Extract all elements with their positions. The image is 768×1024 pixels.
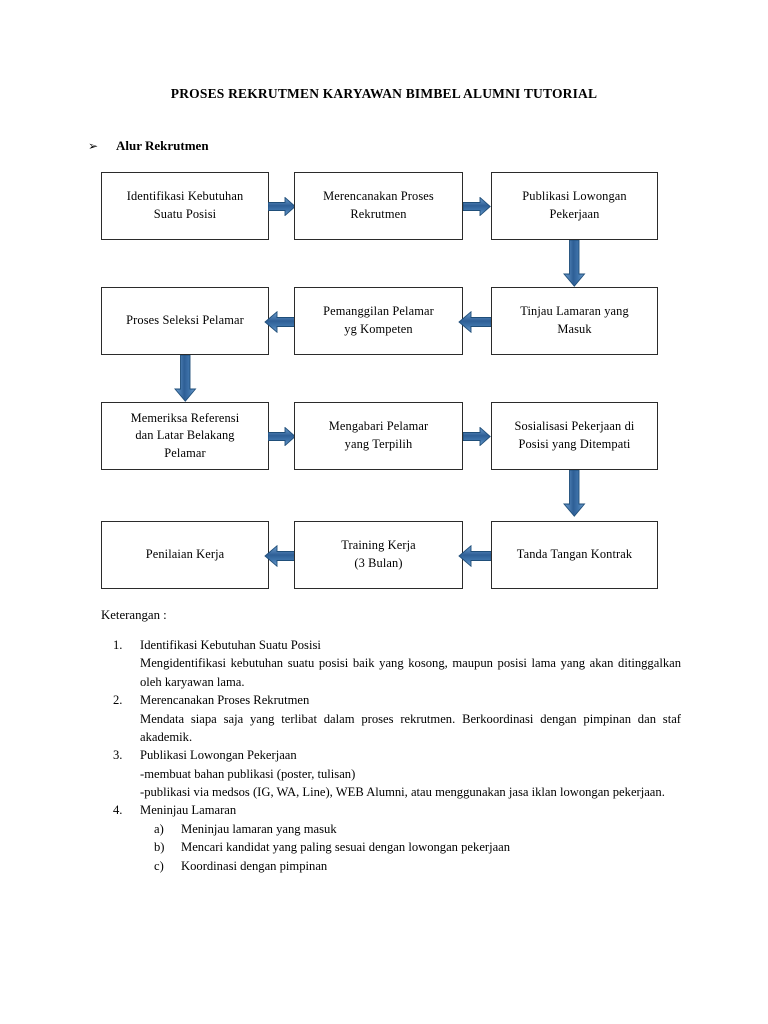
sub-list-item-marker: a) [154, 821, 164, 836]
flow-box-line: yang Terpilih [344, 437, 413, 451]
list-item-body-line2: -publikasi via medsos (IG, WA, Line), WE… [140, 785, 665, 799]
flow-box-line: Publikasi Lowongan [522, 189, 627, 204]
flow-box-line: Rekrutmen [350, 207, 407, 221]
flow-box-line: Pemanggilan Pelamar [323, 304, 434, 319]
sub-list-item: b) Mencari kandidat yang paling sesuai d… [140, 838, 681, 856]
flow-box-mengabari-pelamar: Mengabari Pelamar yang Terpilih [294, 402, 463, 470]
flow-box-line: Suatu Posisi [153, 207, 217, 221]
list-item-body: Mendata siapa saja yang terlibat dalam p… [140, 711, 681, 744]
flow-box-line: Training Kerja [341, 538, 416, 553]
flow-box-line: Masuk [557, 322, 592, 336]
section-heading-label: Alur Rekrutmen [116, 138, 209, 153]
flow-box-line: Memeriksa Referensi [130, 410, 240, 425]
list-item-number: 3. [113, 748, 123, 763]
flow-box-line: Proses Seleksi Pelamar [126, 313, 244, 328]
flow-box-line: Posisi yang Ditempati [518, 437, 631, 451]
sub-list-item-marker: c) [154, 858, 164, 873]
flow-box-identifikasi-kebutuhan: Identifikasi Kebutuhan Suatu Posisi [101, 172, 269, 240]
list-item-title: Identifikasi Kebutuhan Suatu Posisi [140, 638, 321, 652]
sub-list-item: a) Meninjau lamaran yang masuk [140, 820, 681, 838]
flow-box-publikasi-lowongan: Publikasi Lowongan Pekerjaan [491, 172, 658, 240]
flow-box-merencanakan-proses: Merencanakan Proses Rekrutmen [294, 172, 463, 240]
list-item: 1. Identifikasi Kebutuhan Suatu Posisi M… [101, 636, 681, 691]
flow-box-line: Pelamar [164, 445, 206, 460]
flow-box-training-kerja: Training Kerja (3 Bulan) [294, 521, 463, 589]
flow-box-line: Tanda Tangan Kontrak [516, 547, 633, 562]
flow-box-line: Identifikasi Kebutuhan [126, 189, 244, 204]
list-item-number: 1. [113, 638, 123, 652]
list-item-title: Meninjau Lamaran [140, 803, 237, 818]
arrow-down-6-to-7 [174, 355, 197, 402]
section-heading: ➢ Alur Rekrutmen [88, 138, 209, 154]
flow-box-memeriksa-referensi: Memeriksa Referensi dan Latar Belakang P… [101, 402, 269, 470]
flow-box-line: yg Kompeten [344, 322, 413, 336]
list-item: 3. Publikasi Lowongan Pekerjaan -membuat… [101, 746, 681, 801]
arrow-right-2-to-3 [463, 197, 491, 216]
arrow-down-9-to-10 [563, 470, 586, 517]
page-title: PROSES REKRUTMEN KARYAWAN BIMBEL ALUMNI … [170, 86, 598, 101]
flow-box-line: Tinjau Lamaran yang [520, 304, 629, 319]
list-item-body: Mengidentifikasi kebutuhan suatu posisi … [140, 656, 681, 689]
keterangan-label: Keterangan : [101, 608, 167, 622]
flow-box-tinjau-lamaran: Tinjau Lamaran yang Masuk [491, 287, 658, 355]
sub-list-item: c) Koordinasi dengan pimpinan [140, 857, 681, 875]
keterangan-list: 1. Identifikasi Kebutuhan Suatu Posisi M… [101, 636, 681, 875]
flow-box-pemanggilan-pelamar: Pemanggilan Pelamar yg Kompeten [294, 287, 463, 355]
arrow-left-10-to-11 [458, 545, 492, 567]
flow-box-line: Pekerjaan [549, 207, 600, 221]
list-item-title: Merencanakan Proses Rekrutmen [140, 693, 310, 708]
sub-list: a) Meninjau lamaran yang masuk b) Mencar… [140, 820, 681, 875]
sub-list-item-text: Koordinasi dengan pimpinan [181, 858, 328, 873]
arrow-bullet-icon: ➢ [88, 139, 99, 153]
sub-list-item-text: Meninjau lamaran yang masuk [181, 821, 337, 836]
arrow-right-7-to-8 [268, 427, 296, 446]
arrow-right-8-to-9 [463, 427, 491, 446]
list-item-body-line1: -membuat bahan publikasi (poster, tulisa… [140, 766, 356, 781]
flow-box-line: Merencanakan Proses [323, 189, 434, 204]
flow-box-line: Penilaian Kerja [145, 547, 225, 562]
flow-box-line: (3 Bulan) [354, 556, 403, 570]
flow-box-sosialisasi-pekerjaan: Sosialisasi Pekerjaan di Posisi yang Dit… [491, 402, 658, 470]
list-item: 2. Merencanakan Proses Rekrutmen Mendata… [101, 691, 681, 746]
arrow-left-5-to-6 [264, 311, 298, 333]
arrow-down-3-to-4 [563, 240, 586, 287]
arrow-left-4-to-5 [458, 311, 492, 333]
flow-box-line: Mengabari Pelamar [328, 419, 429, 434]
flow-box-penilaian-kerja: Penilaian Kerja [101, 521, 269, 589]
arrow-right-1-to-2 [268, 197, 296, 216]
list-item: 4. Meninjau Lamaran a) Meninjau lamaran … [101, 801, 681, 875]
list-item-number: 2. [113, 693, 123, 708]
arrow-left-11-to-12 [264, 545, 298, 567]
list-item-number: 4. [113, 803, 123, 818]
sub-list-item-marker: b) [154, 840, 165, 855]
list-item-title: Publikasi Lowongan Pekerjaan [140, 748, 297, 763]
sub-list-item-text: Mencari kandidat yang paling sesuai deng… [181, 840, 511, 855]
flow-box-line: dan Latar Belakang [135, 428, 235, 443]
flow-box-proses-seleksi: Proses Seleksi Pelamar [101, 287, 269, 355]
flow-box-line: Sosialisasi Pekerjaan di [514, 419, 635, 434]
flow-box-tanda-tangan-kontrak: Tanda Tangan Kontrak [491, 521, 658, 589]
